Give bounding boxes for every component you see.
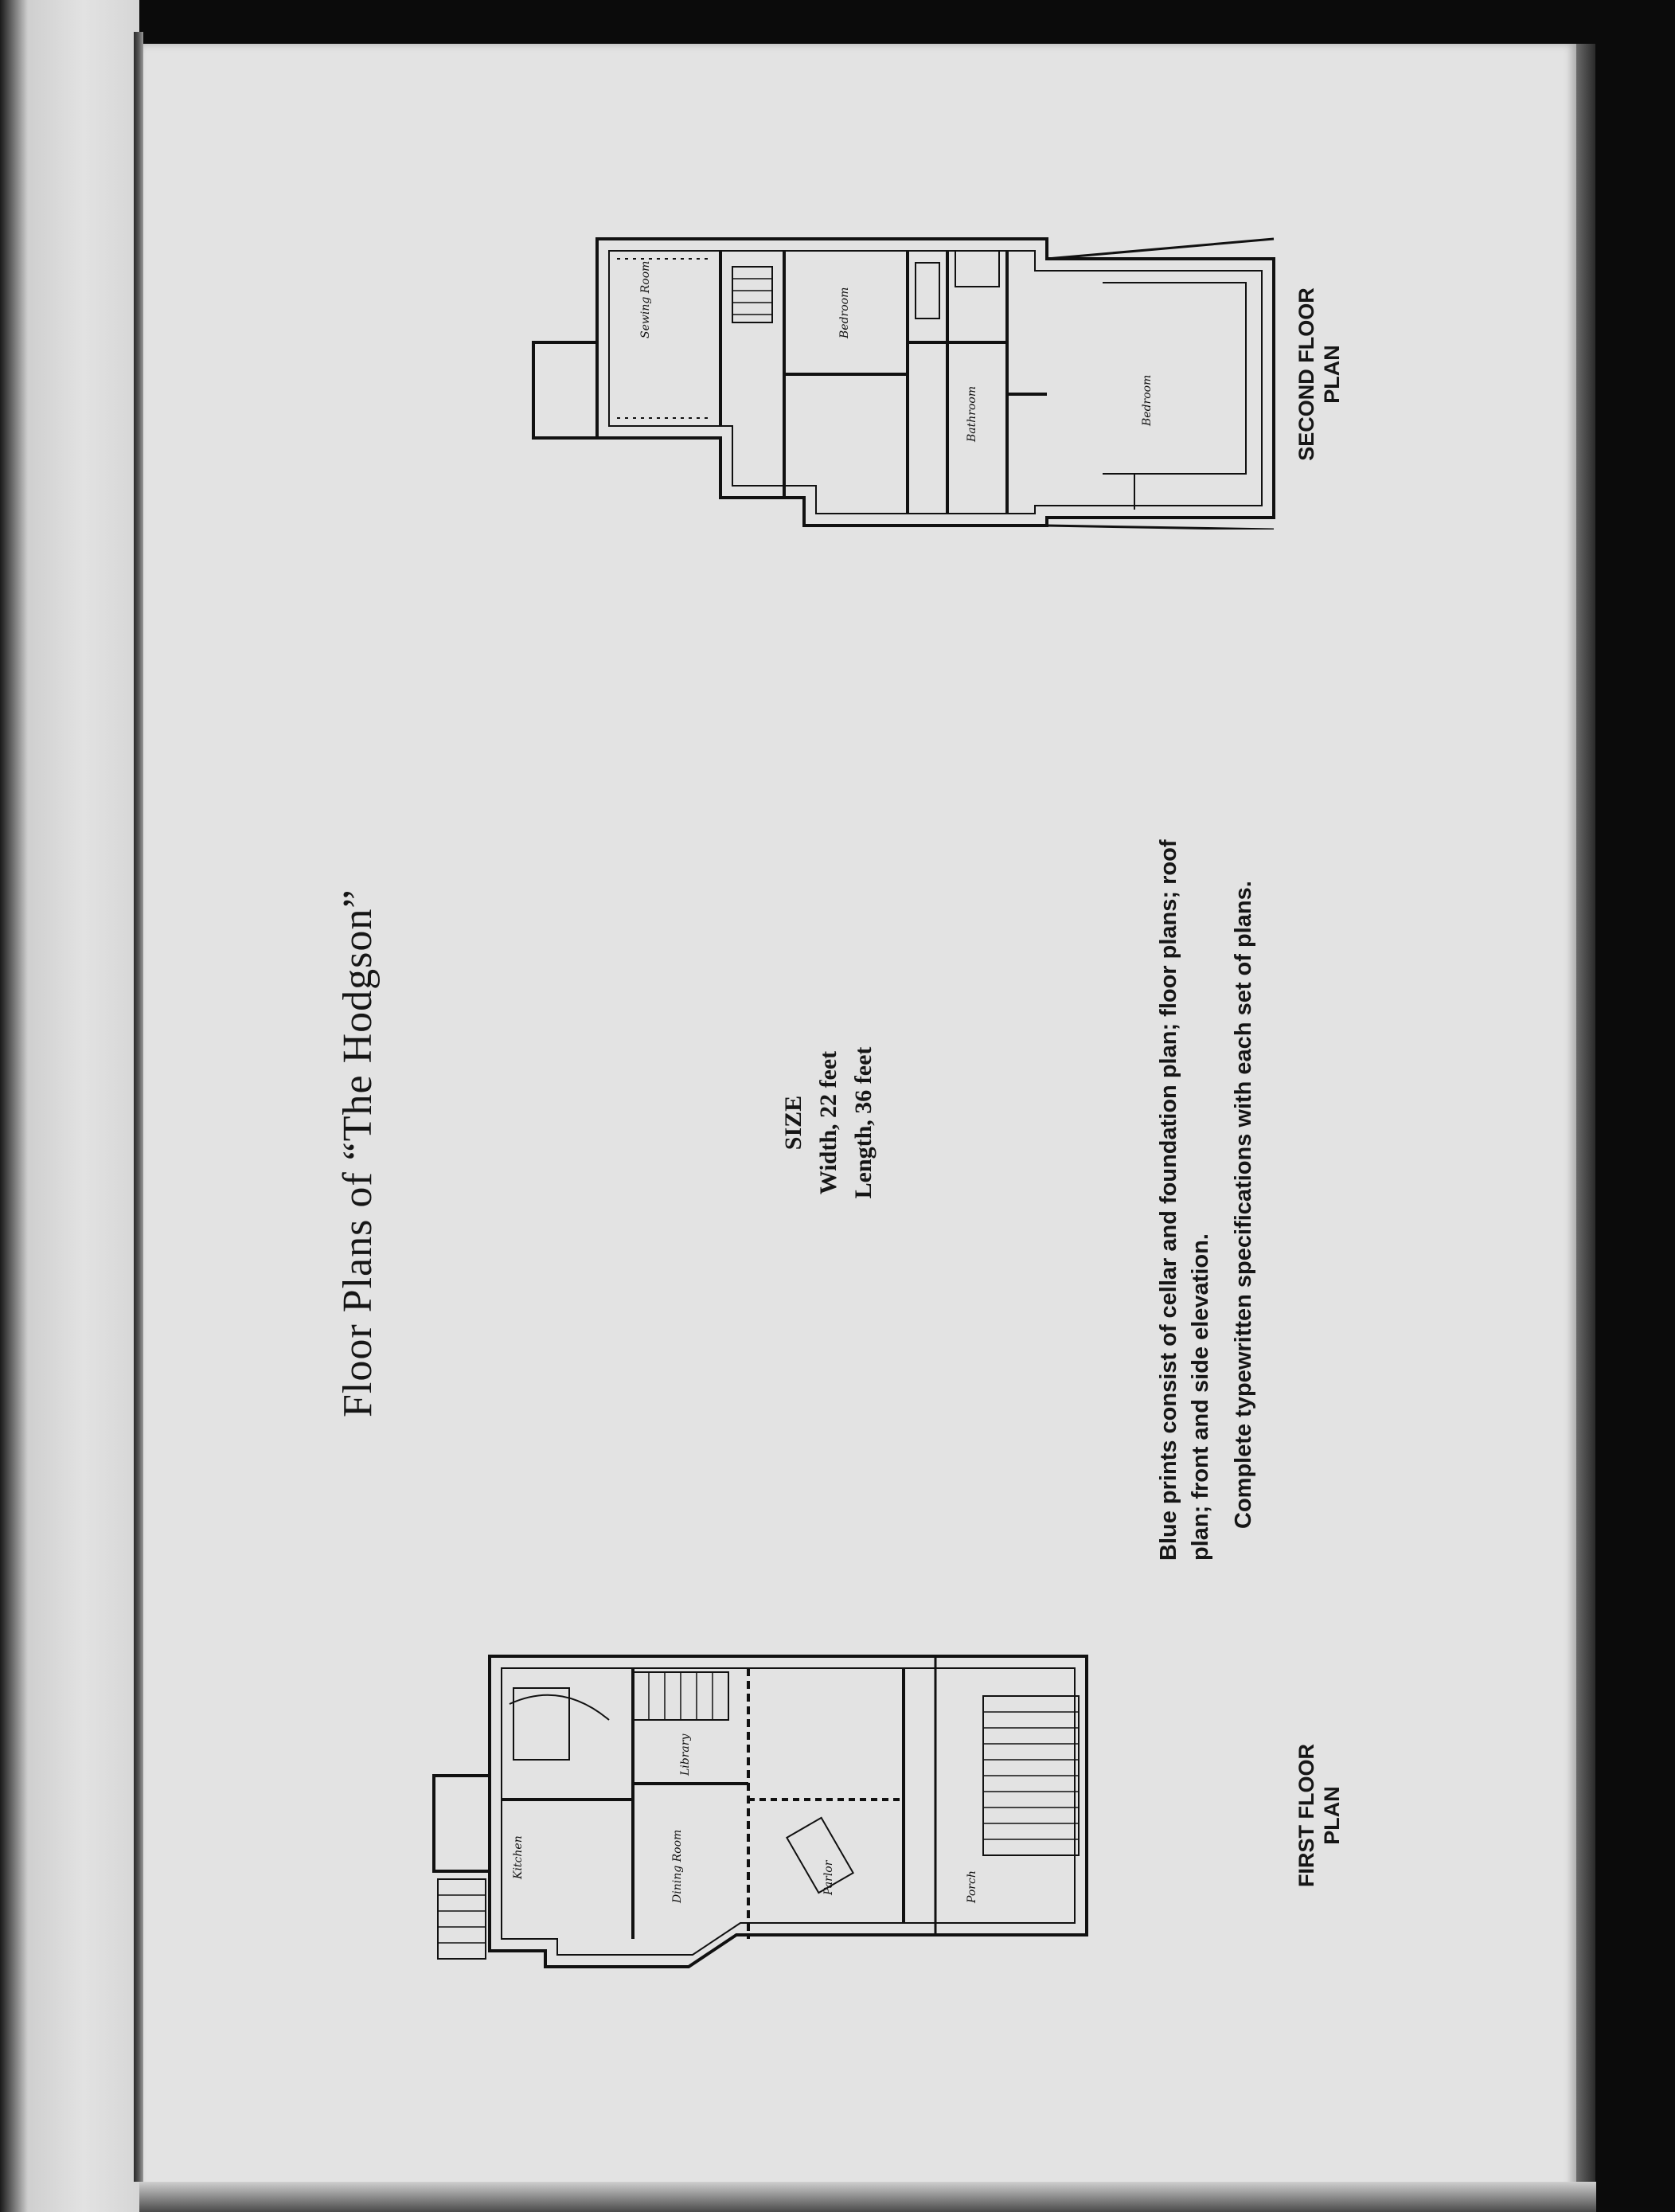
size-length: Length, 36 feet bbox=[850, 1046, 877, 1199]
svg-text:Porch: Porch bbox=[966, 1870, 978, 1904]
right-page-edge bbox=[1576, 44, 1595, 2194]
second-floor-label: SECOND FLOOR PLAN bbox=[1294, 239, 1345, 510]
svg-text:Library: Library bbox=[679, 1733, 692, 1776]
left-page-margin bbox=[0, 0, 139, 2212]
description-line-1: Blue prints consist of cellar and founda… bbox=[1156, 839, 1181, 1561]
first-floor-label: FIRST FLOOR PLAN bbox=[1294, 1680, 1345, 1951]
page-bottom-edge bbox=[139, 2182, 1596, 2212]
second-floor-plan-drawing: Sewing Room Bedroom Bathroom Bedroom bbox=[529, 235, 1286, 530]
svg-text:Bathroom: Bathroom bbox=[966, 386, 978, 443]
svg-text:Bedroom: Bedroom bbox=[1141, 375, 1154, 427]
second-floor-label-line-1: SECOND FLOOR bbox=[1294, 287, 1318, 461]
size-block: SIZE Width, 22 feet Length, 36 feet bbox=[776, 956, 881, 1290]
description-line-3: Complete typewritten specifications with… bbox=[1231, 881, 1256, 1529]
page-sheet bbox=[143, 44, 1576, 2194]
svg-text:Sewing Room: Sewing Room bbox=[639, 261, 652, 338]
svg-text:Dining Room: Dining Room bbox=[671, 1830, 684, 1904]
first-floor-label-line-1: FIRST FLOOR bbox=[1294, 1744, 1318, 1887]
first-floor-plan-drawing: Kitchen Dining Room Library Parlor Porch bbox=[426, 1640, 1190, 1975]
size-width: Width, 22 feet bbox=[815, 1050, 841, 1195]
second-floor-label-line-2: PLAN bbox=[1320, 345, 1344, 404]
first-floor-label-line-2: PLAN bbox=[1320, 1786, 1344, 1845]
plans-description: Blue prints consist of cellar and founda… bbox=[1153, 840, 1259, 1561]
svg-text:Kitchen: Kitchen bbox=[512, 1835, 525, 1880]
page-title: Floor Plans of “The Hodgson” bbox=[335, 889, 381, 1417]
size-heading: SIZE bbox=[780, 1095, 806, 1151]
description-line-2: plan; front and side elevation. bbox=[1188, 1233, 1213, 1561]
book-gutter bbox=[134, 32, 143, 2182]
svg-text:Parlor: Parlor bbox=[822, 1859, 835, 1896]
svg-text:Bedroom: Bedroom bbox=[838, 287, 851, 339]
